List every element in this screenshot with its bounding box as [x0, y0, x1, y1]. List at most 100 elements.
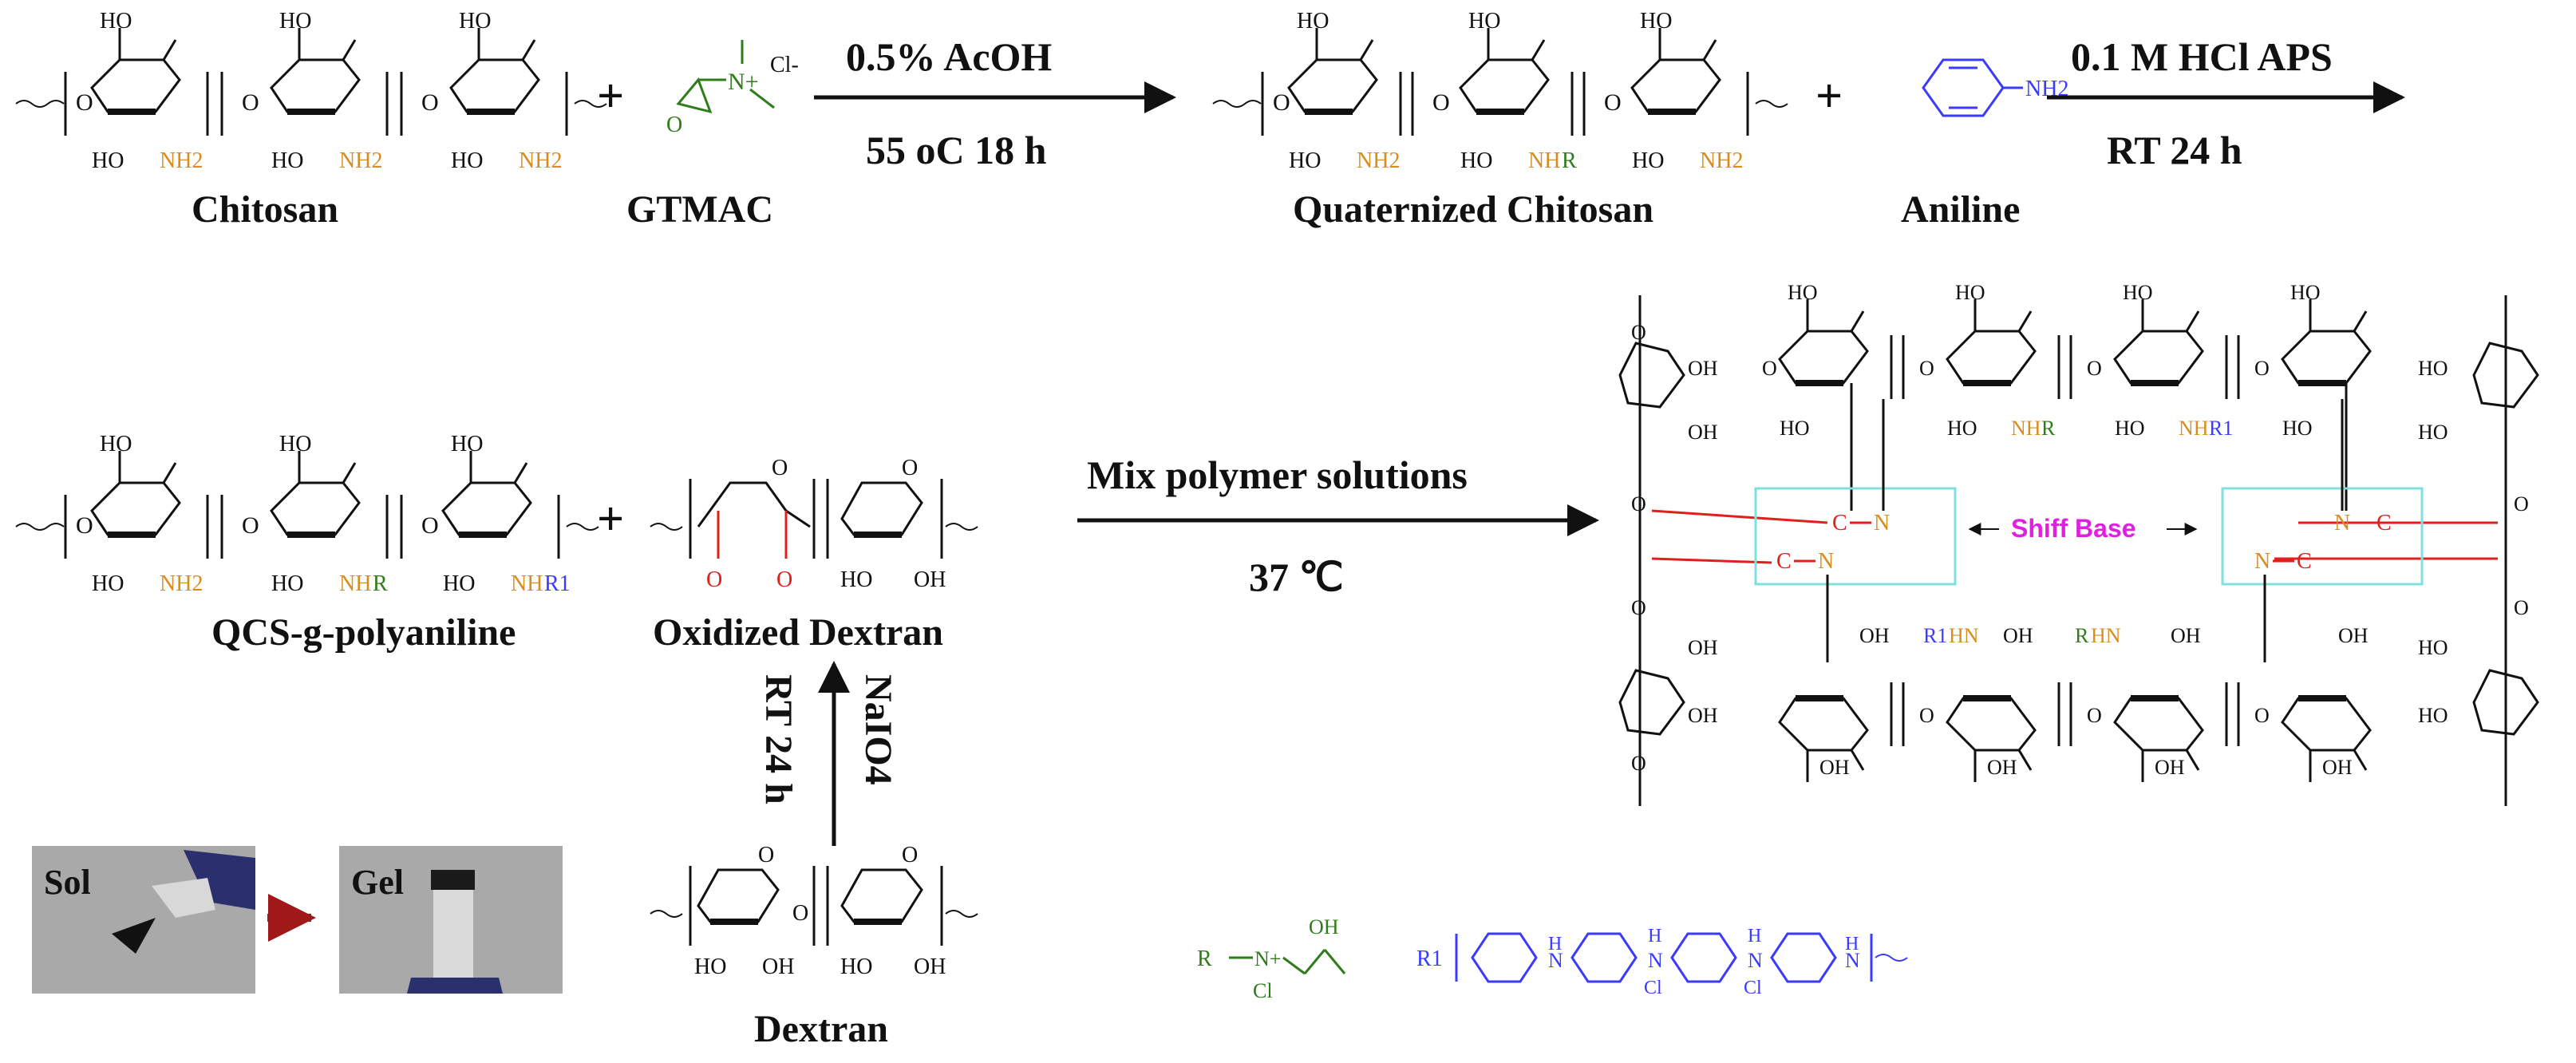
o-atom: O	[1273, 89, 1290, 116]
reaction-arrow-2: 0.1 M HCl APS RT 24 h	[2047, 34, 2405, 172]
ho-label: HO	[1788, 281, 1818, 304]
ho-label: HO	[451, 148, 483, 173]
nh2-label: NH2	[160, 148, 203, 173]
r-group-label: R	[2075, 624, 2089, 647]
oh-label: OH	[1688, 704, 1718, 727]
h-plus-label: H	[1648, 926, 1661, 946]
o-atom: O	[242, 89, 259, 116]
o-atom: O	[1631, 596, 1646, 619]
o-atom: O	[1919, 357, 1934, 380]
hn-label: HN	[1949, 624, 1979, 647]
quaternized-chitosan-label: Quaternized Chitosan	[1293, 188, 1653, 231]
ho-label: HO	[1289, 148, 1321, 173]
ho-label: HO	[2418, 704, 2448, 727]
n-plus-atom: N+	[1254, 947, 1281, 970]
sol-photo: Sol	[32, 846, 255, 994]
network-bottom-chain: O O O OH R1 HN OH R HN OH OH OH OH OH OH	[1780, 624, 2370, 782]
imine-nitrogen: N	[2334, 511, 2350, 535]
oh-label: OH	[2155, 756, 2185, 779]
chitosan-structure: O O O HO HO HO HO HO HO NH2 NH2 NH2	[15, 9, 607, 173]
ho-label: HO	[279, 9, 311, 34]
step3-conditions-top: Mix polymer solutions	[1087, 452, 1468, 497]
o-atom: O	[2087, 357, 2102, 380]
oh-label: OH	[762, 954, 794, 979]
nh2-label: NH2	[339, 148, 382, 173]
h-plus-label: H	[1748, 926, 1761, 946]
r-group-legend: R N+ Cl OH R1 H N H N Cl H N Cl H N	[1197, 915, 1908, 1002]
gtmac-structure: O N+ Cl-	[666, 40, 799, 137]
dextran-label: Dextran	[754, 1008, 888, 1050]
o-atom: O	[1631, 752, 1646, 775]
r1-group-label: R1	[1923, 624, 1947, 647]
n-label: N	[1648, 949, 1663, 972]
hn-label: HN	[2091, 624, 2121, 647]
nh-label: NH	[511, 571, 543, 596]
oh-label: OH	[1859, 624, 1890, 647]
nh-label: NH	[1528, 148, 1560, 173]
nh-label: NH	[2179, 417, 2209, 440]
aniline-label: Aniline	[1901, 188, 2020, 231]
o-atom: O	[242, 512, 259, 539]
ho-label: HO	[1780, 417, 1810, 440]
oh-label: OH	[1987, 756, 2017, 779]
ho-label: HO	[279, 432, 311, 456]
plus-sign: +	[597, 492, 624, 545]
nh-label: NH	[339, 571, 371, 596]
h-label: H	[1548, 934, 1562, 954]
o-atom: O	[1631, 492, 1646, 516]
ho-label: HO	[1632, 148, 1664, 173]
ho-label: HO	[92, 571, 124, 596]
ho-label: HO	[271, 148, 303, 173]
h-label: H	[1845, 934, 1859, 954]
ho-label: HO	[2418, 421, 2448, 444]
ho-label: HO	[1460, 148, 1492, 173]
ho-label: HO	[1640, 9, 1672, 34]
oh-label: OH	[1688, 636, 1718, 659]
ho-label: HO	[443, 571, 475, 596]
r1-group-label: R1	[544, 571, 571, 596]
reaction-arrow-oxidation: RT 24 h NaIO4	[757, 661, 899, 846]
r-group-label: R	[373, 571, 388, 596]
o-atom: O	[902, 843, 918, 867]
imine-nitrogen: N	[1818, 549, 1834, 574]
chloride-ion: Cl	[1253, 979, 1273, 1002]
quaternized-chitosan-structure: O O O HO HO HO HO HO HO NH2 NH R NH2	[1212, 9, 1788, 173]
aniline-structure: NH2	[1922, 58, 2068, 117]
step2-conditions-bottom: RT 24 h	[2107, 128, 2242, 172]
o-atom: O	[76, 512, 93, 539]
o-atom: O	[2514, 492, 2529, 516]
ho-label: HO	[1297, 9, 1329, 34]
o-atom: O	[792, 901, 808, 926]
step1-conditions-bottom: 55 oC 18 h	[866, 128, 1047, 172]
step4-condition-left: RT 24 h	[757, 674, 800, 804]
gel-photo: Gel	[339, 846, 563, 994]
r-legend-label: R	[1197, 946, 1212, 971]
ho-label: HO	[100, 9, 132, 34]
nh-label: NH	[2011, 417, 2041, 440]
chloride-ion: Cl-	[770, 53, 799, 77]
o-atom: O	[2254, 704, 2270, 727]
nh2-label: NH2	[1700, 148, 1743, 173]
ho-label: HO	[694, 954, 726, 979]
oxidized-dextran-structure: O O O O HO OH	[650, 456, 978, 592]
o-atom: O	[1631, 321, 1646, 344]
imine-carbon: C	[2297, 549, 2312, 574]
step2-conditions-top: 0.1 M HCl APS	[2071, 34, 2333, 79]
r1-legend-label: R1	[1416, 946, 1443, 971]
qcs-g-polyaniline-label: QCS-g-polyaniline	[211, 611, 516, 654]
o-atom: O	[421, 89, 439, 116]
n-label: N	[1748, 949, 1763, 972]
o-atom: O	[1432, 89, 1450, 116]
gtmac-label: GTMAC	[626, 188, 773, 231]
r1-group-label: R1	[2209, 417, 2233, 440]
schiff-base-label: Shiff Base	[2011, 514, 2135, 543]
ho-label: HO	[2123, 281, 2153, 304]
ho-label: HO	[100, 432, 132, 456]
chloride-ion: Cl	[1744, 978, 1762, 998]
aldehyde-oxygen: O	[706, 567, 722, 592]
ho-label: HO	[451, 432, 483, 456]
network-right-dextran: HO HO HO HO O O	[2418, 295, 2539, 806]
plus-sign: +	[1815, 69, 1843, 122]
chloride-ion: Cl	[1644, 978, 1662, 998]
ho-label: HO	[459, 9, 491, 34]
